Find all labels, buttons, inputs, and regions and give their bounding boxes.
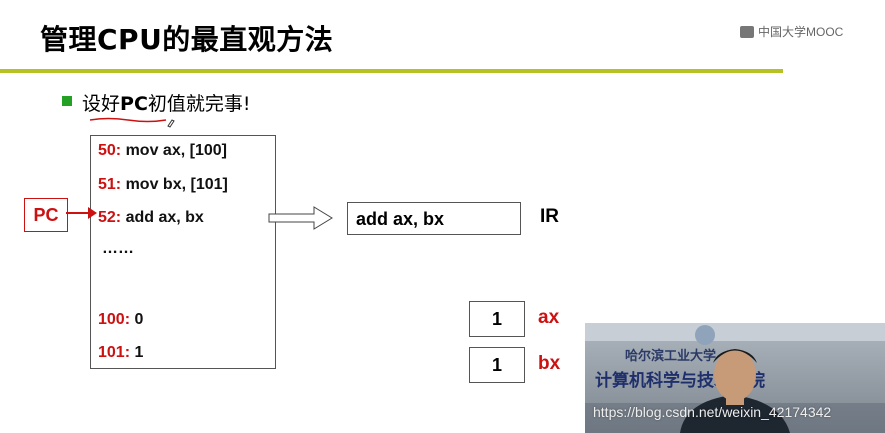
- memory-row: 50: mov ax, [100]: [98, 142, 227, 160]
- webcam-video: 哈尔滨工业大学 计算机科学与技术学院: [585, 323, 885, 433]
- underline-stroke: [89, 117, 167, 123]
- memory-content: add ax, bx: [125, 209, 204, 226]
- bx-register-box: 1: [469, 347, 525, 383]
- presenter: [680, 349, 790, 433]
- memory-address: 101:: [98, 344, 131, 361]
- slide-title: 管理CPU的最直观方法: [40, 23, 334, 56]
- ir-register-box: add ax, bx: [347, 202, 521, 235]
- memory-row: 51: mov bx, [101]: [98, 176, 228, 194]
- memory-address: 51:: [98, 176, 122, 193]
- memory-row: 100: 0: [98, 311, 143, 329]
- bx-label: bx: [538, 353, 561, 374]
- bullet-square-icon: [62, 96, 72, 106]
- webcam-frame: 哈尔滨工业大学 计算机科学与技术学院: [585, 323, 885, 433]
- memory-row: ……: [102, 240, 134, 258]
- memory-row: 101: 1: [98, 344, 143, 362]
- memory-box: [90, 135, 276, 369]
- memory-content: mov bx, [101]: [125, 176, 228, 193]
- memory-address: 100:: [98, 311, 131, 328]
- memory-content: 0: [134, 311, 144, 328]
- red-arrow-icon: [66, 207, 97, 219]
- mooc-logo-text: 中国大学MOOC: [758, 25, 844, 39]
- mooc-logo: 中国大学MOOC: [740, 23, 843, 40]
- memory-address: 50:: [98, 142, 122, 159]
- watermark-url: https://blog.csdn.net/weixin_42174342: [593, 404, 832, 420]
- memory-content: 1: [134, 344, 144, 361]
- memory-row: 52: add ax, bx: [98, 209, 204, 227]
- ax-register-box: 1: [469, 301, 525, 337]
- pen-annotation: [89, 117, 175, 128]
- memory-ellipsis: ……: [102, 240, 134, 257]
- ax-label: ax: [538, 307, 560, 328]
- pen-cursor-icon: [167, 119, 175, 128]
- bullet-suffix: 初值就完事!: [147, 93, 251, 115]
- wall-sign-top: 哈尔滨工业大学: [625, 348, 716, 364]
- memory-content: mov ax, [100]: [125, 142, 227, 159]
- bullet-prefix: 设好: [82, 93, 121, 115]
- mooc-logo-icon: [740, 25, 754, 38]
- bullet-highlight: PC: [120, 93, 148, 115]
- hollow-arrow-icon: [268, 206, 333, 230]
- pc-register-box: PC: [24, 198, 68, 232]
- bullet-text: 设好PC初值就完事!: [82, 89, 251, 116]
- title-divider: [0, 69, 783, 73]
- wall-emblem: [695, 325, 715, 345]
- memory-address: 52:: [98, 209, 122, 226]
- ir-label: IR: [540, 206, 559, 227]
